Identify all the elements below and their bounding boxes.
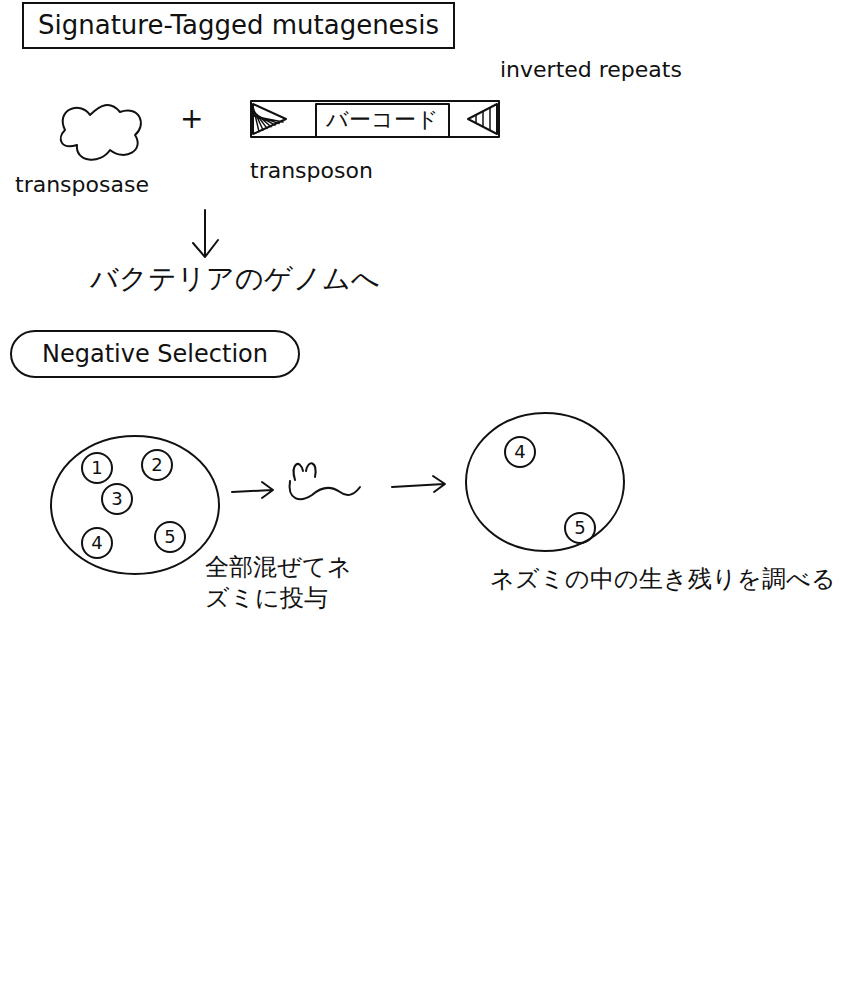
mutant-circle: 5 — [154, 521, 186, 553]
barcode-box: バーコード — [315, 103, 450, 138]
node-text: Negative Selection — [42, 340, 268, 369]
node-text: 4 — [91, 532, 102, 554]
transposon-bar: transposonバーコード — [250, 100, 500, 138]
survivor-circle: ネズミの中の生き残りを調べる45 — [465, 412, 625, 552]
note-text: バクテリアのゲノムへ — [90, 262, 380, 296]
node-label: transposon — [250, 158, 373, 184]
node-text: 5 — [574, 517, 585, 539]
mutant-circle: 5 — [564, 512, 596, 544]
outline — [50, 435, 220, 575]
callout-label: inverted repeats — [500, 57, 682, 83]
transposase-blob: transposase — [55, 100, 145, 165]
outline — [465, 412, 625, 552]
mutant-circle: 3 — [101, 483, 133, 515]
node-text: 5 — [164, 526, 175, 548]
arrow — [232, 482, 273, 498]
node-text: 4 — [514, 441, 525, 463]
node-text: 2 — [151, 454, 162, 476]
node-label: 全部混ぜてネズミに投与 — [205, 552, 355, 614]
node-label: ネズミの中の生き残りを調べる — [490, 565, 836, 594]
node-label: transposase — [15, 172, 149, 198]
mutant-circle: 4 — [81, 527, 113, 559]
node-text: バーコード — [326, 107, 439, 133]
title-box: Signature-Tagged mutagenesis — [22, 2, 455, 49]
arrow — [392, 476, 445, 492]
node-text: 3 — [111, 488, 122, 510]
step-oval: Negative Selection — [10, 330, 300, 378]
mutant-circle: 2 — [141, 449, 173, 481]
mutant-circle: 4 — [504, 436, 536, 468]
node-text: 1 — [91, 457, 102, 479]
population-circle: 全部混ぜてネズミに投与12345 — [50, 435, 220, 575]
plus-sign: + — [180, 102, 203, 136]
mutant-circle: 1 — [81, 452, 113, 484]
outline — [55, 100, 145, 165]
mouse-figure — [290, 463, 360, 499]
down-arrow — [193, 210, 218, 257]
